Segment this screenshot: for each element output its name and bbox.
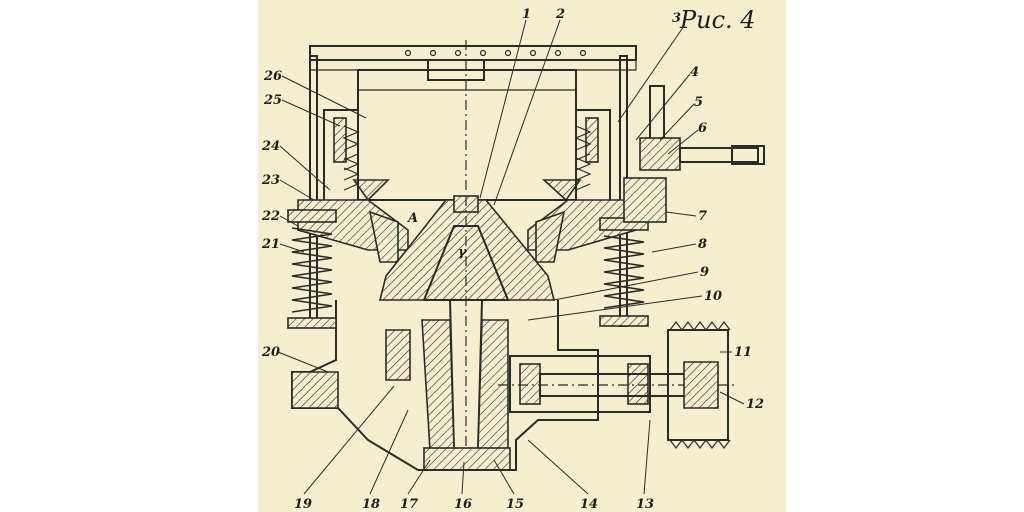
- callout-13: 13: [636, 497, 654, 512]
- callout-15: 15: [506, 497, 524, 512]
- countershaft: [498, 355, 738, 413]
- left-adjust-column: [323, 109, 360, 211]
- angle-marker: γ: [458, 245, 468, 260]
- callout-12: 12: [746, 397, 764, 412]
- callout-11: 11: [734, 345, 752, 360]
- callout-3: 3: [672, 11, 681, 26]
- callout-19: 19: [294, 497, 312, 512]
- callout-22: 22: [261, 209, 280, 224]
- callout-4: 4: [690, 65, 699, 80]
- worm-drive: [623, 85, 765, 223]
- callout-5: 5: [694, 95, 703, 110]
- callout-8: 8: [698, 237, 707, 252]
- callout-20: 20: [261, 345, 280, 360]
- main-shaft: [421, 299, 511, 471]
- feed-hopper: [352, 40, 582, 202]
- callout-17: 17: [400, 497, 418, 512]
- drawing-sheet: Рис. 4 A γ 1 2 3 4 5: [258, 0, 786, 512]
- callout-2: 2: [555, 7, 565, 22]
- callout-labels: 1 2 3 4 5 6 7 8 9 10 11 12 13 14 15 16 1…: [261, 7, 764, 512]
- callout-23: 23: [261, 173, 280, 188]
- right-adjust-column: [574, 109, 611, 211]
- callout-9: 9: [700, 265, 709, 280]
- main-frame: [291, 300, 599, 471]
- callout-24: 24: [261, 139, 280, 154]
- callout-16: 16: [454, 497, 472, 512]
- crushing-cone: [378, 195, 556, 470]
- callout-18: 18: [362, 497, 380, 512]
- callout-14: 14: [580, 497, 598, 512]
- figure-title: Рис. 4: [679, 6, 756, 34]
- zone-marker: A: [406, 211, 418, 226]
- pulley: [667, 321, 731, 449]
- cone-crusher-drawing: Рис. 4 A γ 1 2 3 4 5: [261, 6, 765, 512]
- callout-25: 25: [263, 93, 282, 108]
- callout-26: 26: [263, 69, 282, 84]
- callout-leaders: [277, 19, 745, 495]
- callout-21: 21: [261, 237, 280, 252]
- callout-1: 1: [522, 7, 531, 22]
- left-springs: [287, 209, 337, 329]
- callout-6: 6: [698, 121, 707, 136]
- callout-10: 10: [704, 289, 722, 304]
- callout-7: 7: [698, 209, 707, 224]
